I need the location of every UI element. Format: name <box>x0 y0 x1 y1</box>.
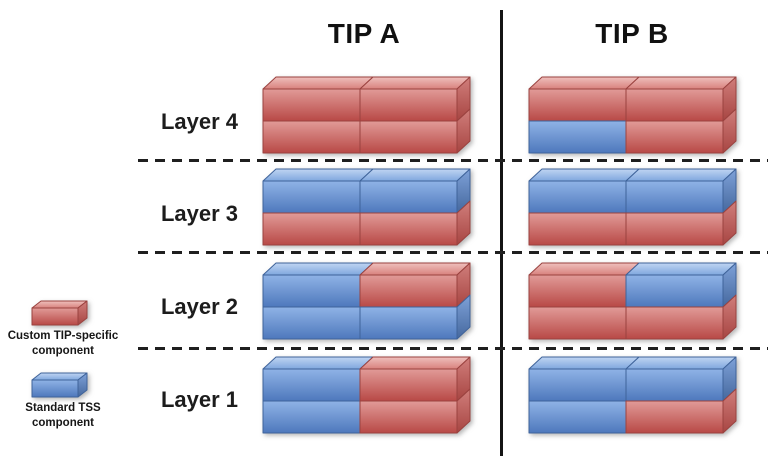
blocks-layer-4-tip-a <box>262 76 471 154</box>
column-divider-line <box>500 10 503 456</box>
column-header-tip-b: TIP B <box>595 18 669 49</box>
block-blue <box>528 168 640 214</box>
block-red <box>528 306 627 340</box>
blocks-layer-3-tip-b <box>528 168 737 246</box>
block-blue <box>262 306 361 340</box>
block-red <box>359 388 471 434</box>
block-blue <box>262 168 374 214</box>
block-red <box>262 120 361 154</box>
block-red <box>625 388 737 434</box>
block-red <box>528 212 627 246</box>
block-red <box>625 200 737 246</box>
layer-label-2: Layer 2 <box>160 294 238 319</box>
block-blue <box>31 372 88 398</box>
blocks-layer-1-tip-b <box>528 356 737 434</box>
block-blue <box>528 356 640 402</box>
block-blue <box>528 120 627 154</box>
block-blue <box>359 294 471 340</box>
block-red <box>359 76 471 122</box>
blocks-layer-1-tip-a <box>262 356 471 434</box>
block-red <box>359 262 471 308</box>
block-red <box>528 76 640 122</box>
legend-block-standard <box>31 372 88 398</box>
layer-label-3: Layer 3 <box>160 201 238 226</box>
blocks-layer-2-tip-b <box>528 262 737 340</box>
column-header-tip-a: TIP A <box>327 18 401 49</box>
block-blue <box>625 262 737 308</box>
blocks-layer-3-tip-a <box>262 168 471 246</box>
block-red <box>359 356 471 402</box>
block-blue <box>262 400 361 434</box>
block-blue <box>528 400 627 434</box>
block-red <box>262 212 361 246</box>
layer-divider-line-3 <box>138 347 768 350</box>
block-blue <box>262 356 374 402</box>
layer-divider-line-2 <box>138 251 768 254</box>
block-red <box>359 200 471 246</box>
block-red <box>359 108 471 154</box>
blocks-layer-2-tip-a <box>262 262 471 340</box>
layer-label-4: Layer 4 <box>160 109 238 134</box>
block-blue <box>625 168 737 214</box>
block-red <box>625 108 737 154</box>
legend-label-custom-component: Custom TIP-specific component <box>7 330 119 357</box>
block-red <box>528 262 640 308</box>
block-blue <box>359 168 471 214</box>
legend-block-custom <box>31 300 88 326</box>
legend-label-standard-component: Standard TSS component <box>25 402 101 429</box>
blocks-layer-4-tip-b <box>528 76 737 154</box>
block-red <box>625 294 737 340</box>
layer-label-1: Layer 1 <box>160 387 238 412</box>
block-red <box>625 76 737 122</box>
block-red <box>31 300 88 326</box>
block-blue <box>262 262 374 308</box>
layer-divider-line-1 <box>138 159 768 162</box>
block-red <box>262 76 374 122</box>
block-blue <box>625 356 737 402</box>
